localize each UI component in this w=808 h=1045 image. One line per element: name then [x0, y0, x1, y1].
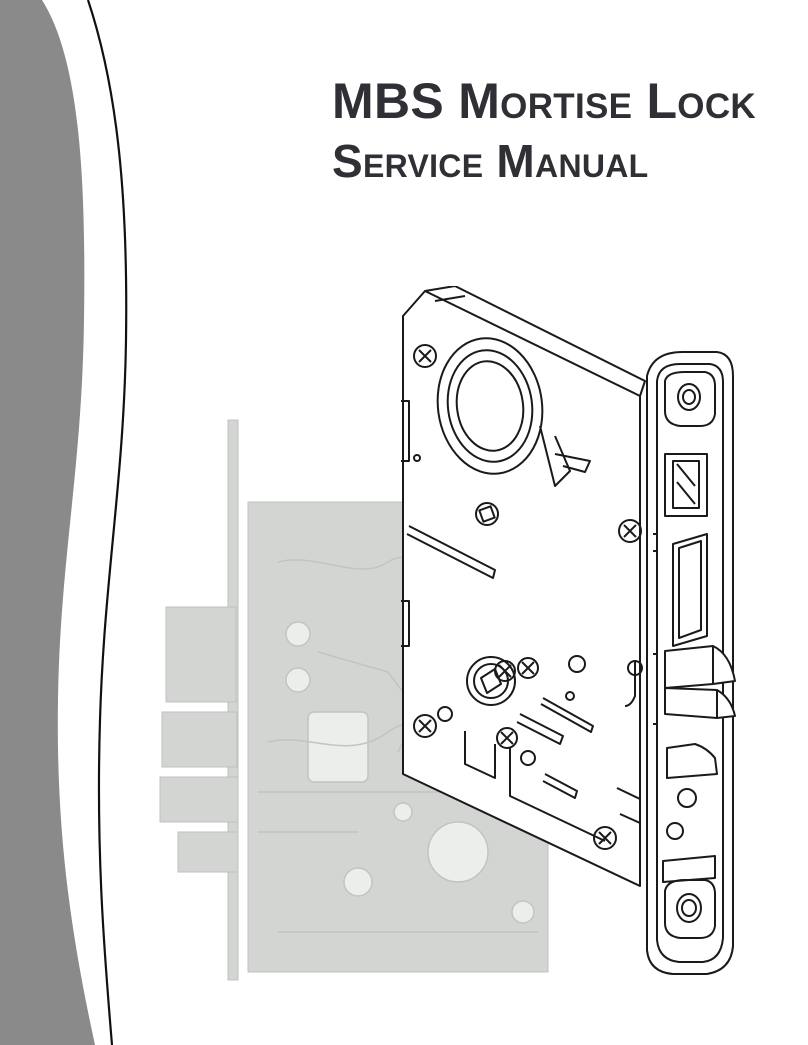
left-gray-band: [0, 0, 140, 1045]
band-edge-line: [88, 0, 126, 1045]
mortise-lock-illustration: [395, 286, 740, 986]
title-product: Mortise Lock: [458, 73, 756, 129]
cover-title: MBS Mortise Lock Service Manual: [332, 76, 802, 196]
title-subtitle: Service Manual: [332, 138, 802, 196]
title-brand: MBS: [332, 73, 444, 129]
